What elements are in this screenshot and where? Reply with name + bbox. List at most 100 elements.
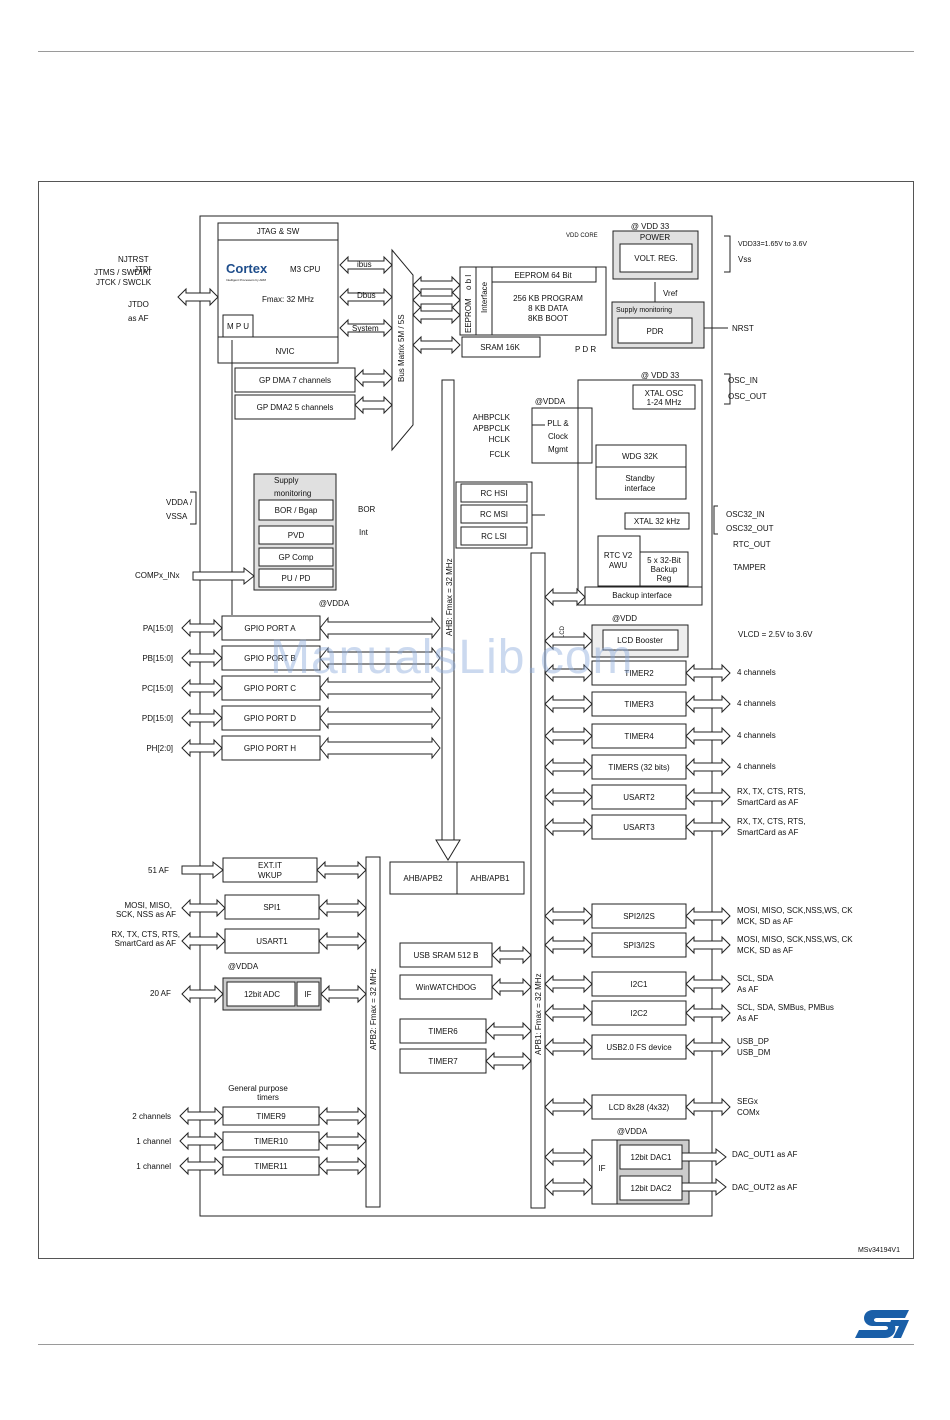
standby-label-2: interface: [625, 484, 656, 493]
gp-comp-label: GP Comp: [279, 553, 315, 562]
exti-bus-arrow: [316, 860, 367, 880]
dma2-label: GP DMA2 5 channels: [257, 403, 334, 412]
gp-comp-box: [258, 547, 334, 567]
apb1-periph-label: USART3: [623, 823, 655, 832]
apb1-signal-label: SCL, SDA: [737, 974, 774, 983]
backup-label-1: 5 x 32-Bit: [647, 556, 682, 565]
gpio-pin-label: PH[2:0]: [146, 744, 173, 753]
supply-mon-label: Supply monitoring: [616, 307, 672, 314]
apb1-signal-label: 4 channels: [737, 699, 776, 708]
cortex-sub: Intelligent Processors by ARM: [226, 278, 267, 282]
apb2-bus: [365, 856, 381, 1208]
gpio-pin-arrow: [181, 738, 223, 758]
apb1-signal-label: COMx: [737, 1108, 760, 1117]
jtck-label: JTCK / SWCLK: [96, 278, 152, 287]
apb1-periph-label: TIMER3: [624, 700, 654, 709]
cortex-brand: Cortex: [226, 261, 268, 276]
ibus-arrow: [339, 255, 393, 275]
exti-sig: 51 AF: [148, 866, 169, 875]
dac-out1-label: DAC_OUT1 as AF: [732, 1150, 797, 1159]
apb1-signal-label: SmartCard as AF: [737, 828, 798, 837]
exti-label-2: WKUP: [258, 871, 282, 880]
diagram-frame: [38, 181, 914, 1259]
pdr-box: [617, 317, 693, 344]
boot-label: 8KB BOOT: [528, 314, 568, 323]
ahb-apb2-label: AHB/APB2: [403, 874, 443, 883]
apb1-signal-label: As AF: [737, 985, 758, 994]
wdg-label: WDG 32K: [622, 452, 659, 461]
bus-to-sram-arrow: [412, 335, 461, 355]
apb1-periph-arrow: [544, 935, 593, 955]
gpio-bus-arrow: [319, 706, 441, 730]
apb1-periph-arrow: [544, 1037, 593, 1057]
adc-box: [226, 981, 296, 1007]
power-vdd33: @ VDD 33: [631, 222, 670, 231]
vdd-range-label: VDD33=1.65V to 3.6V: [738, 241, 807, 248]
ahb-apb1-label: AHB/APB1: [470, 874, 510, 883]
clock-vdd33: @ VDD 33: [641, 371, 680, 380]
osc-out-label: OSC_OUT: [728, 392, 767, 401]
interface-label: Interface: [480, 281, 489, 313]
adc-if-label: IF: [304, 990, 311, 999]
apb1-signal-label: 4 channels: [737, 668, 776, 677]
ibus-label: ibus: [357, 260, 372, 269]
apb1-periph-label: USART2: [623, 793, 655, 802]
timer-io-arrow: [179, 1156, 224, 1176]
dac1-label: 12bit DAC1: [631, 1153, 672, 1162]
mpu-label: M P U: [227, 322, 249, 331]
apb1-periph-arrow: [544, 906, 593, 926]
system-arrow: [339, 318, 393, 338]
gpio-port-label: GPIO PORT A: [244, 624, 296, 633]
cpu-label: M3 CPU: [290, 265, 320, 274]
rc-msi-label: RC MSI: [480, 510, 508, 519]
spi1-sig-2: SCK, NSS as AF: [116, 910, 176, 919]
timer-io-arrow: [179, 1131, 224, 1151]
dac-out1-arrow: [681, 1147, 727, 1167]
bus-to-flash-arrow-3: [412, 305, 461, 325]
pll-box: [531, 407, 593, 464]
pll-label-3: Mgmt: [548, 445, 569, 454]
timer-bus-arrow: [318, 1106, 367, 1126]
backup-if-label: Backup interface: [612, 591, 672, 600]
timer-signal-label: 1 channel: [136, 1137, 171, 1146]
eeprom-bit-label: EEPROM 64 Bit: [514, 271, 572, 280]
dac-out2-arrow: [681, 1177, 727, 1197]
apb1-signal-label: 4 channels: [737, 731, 776, 740]
gpio-pin-arrow: [181, 678, 223, 698]
system-label: System: [352, 324, 379, 333]
osc32-in-label: OSC32_IN: [726, 510, 765, 519]
bor-label: BOR / Bgap: [275, 506, 318, 515]
apb1-signal-label: USB_DP: [737, 1037, 769, 1046]
gpio-pin-label: PA[15:0]: [143, 624, 173, 633]
apb1-io-arrow: [685, 757, 731, 777]
apb1-io-arrow: [685, 1097, 731, 1117]
dma2-arrow: [354, 395, 393, 415]
apb1-bus-label: APB1: Fmax = 32 MHz: [534, 973, 543, 1055]
usart1-label: USART1: [256, 937, 288, 946]
apb1-io-arrow: [685, 935, 731, 955]
apb1-io-arrow: [685, 694, 731, 714]
winwdg-label: WinWATCHDOG: [416, 983, 476, 992]
rc-hsi-box: [460, 483, 528, 503]
data-label: 8 KB DATA: [528, 304, 568, 313]
usart1-sig-2: SmartCard as AF: [115, 939, 176, 948]
xtal-freq-label: 1-24 MHz: [647, 398, 682, 407]
pupd-box: [258, 568, 334, 588]
bus-matrix-label: Bus Matrix 5M / 5S: [397, 314, 406, 382]
gpio-port-label: GPIO PORT D: [244, 714, 296, 723]
gp-timers-2: timers: [257, 1093, 279, 1102]
xtal32-box: [624, 512, 690, 530]
xtal-osc-label: XTAL OSC: [645, 389, 684, 398]
apbpclk-label: APBPCLK: [473, 424, 511, 433]
gpio-bus-arrow: [319, 736, 441, 760]
apb1-periph-arrow: [544, 817, 593, 837]
gpio-vdda: @VDDA: [319, 599, 350, 608]
gpio-port-label: GPIO PORT H: [244, 744, 296, 753]
apb1-periph-label: TIMERS (32 bits): [608, 763, 670, 772]
pupd-label: PU / PD: [282, 574, 311, 583]
usb-sram-arrow: [491, 945, 532, 965]
adc-io-arrow: [181, 984, 224, 1004]
volt-reg-label: VOLT. REG.: [634, 254, 677, 263]
apb1-periph-label: I2C1: [631, 980, 648, 989]
vssa-label: VSSA: [166, 512, 188, 521]
